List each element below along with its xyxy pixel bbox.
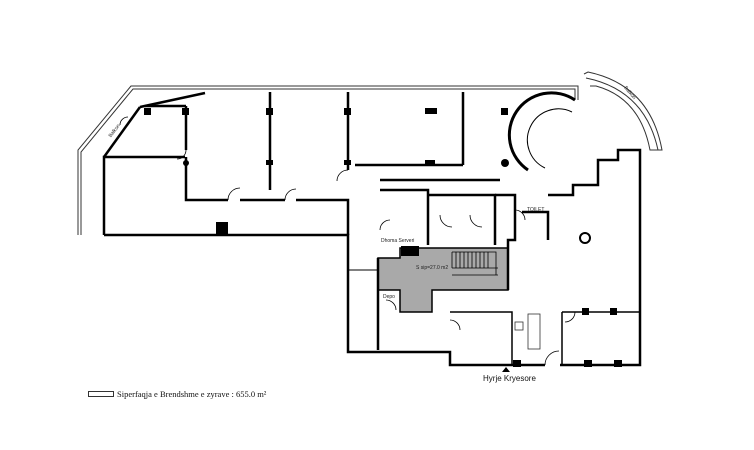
label-toilet: TOILET	[527, 207, 545, 213]
toilet-fixture	[514, 321, 524, 331]
walls	[102, 91, 642, 367]
doors	[119, 116, 576, 366]
counter	[527, 313, 541, 350]
stair-core	[377, 247, 509, 313]
balcony-outline	[77, 71, 663, 235]
entrance-arrow-icon	[502, 367, 510, 372]
columns	[144, 108, 622, 367]
column-round	[579, 232, 591, 244]
label-core-area: S sip=27.0 m2	[416, 265, 449, 271]
label-main-entrance: Hyrje Kryesore	[483, 374, 536, 383]
legend-swatch	[88, 391, 114, 397]
legend: Siperfaqja e Brendshme e zyrave : 655.0 …	[88, 389, 266, 399]
server-block	[401, 246, 419, 256]
legend-text: Siperfaqja e Brendshme e zyrave : 655.0 …	[117, 389, 267, 399]
label-storage: Depo	[383, 294, 395, 300]
label-server-room: Dhoma Serveri	[381, 238, 415, 244]
stairs	[451, 251, 498, 276]
